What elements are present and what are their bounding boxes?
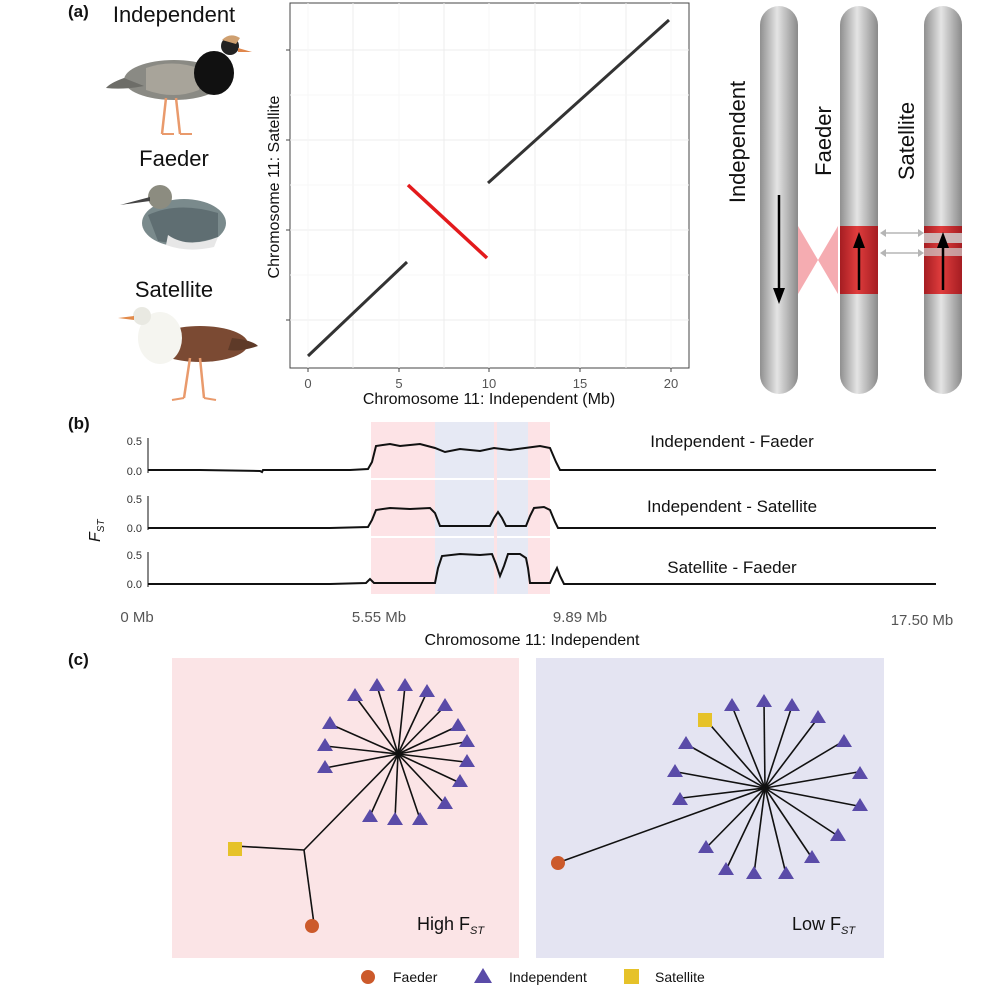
legend-satellite-icon	[624, 969, 639, 984]
dotplot-x-tick-15: 15	[573, 376, 587, 391]
dotplot-y-label: Chromosome 11: Satellite	[266, 95, 283, 278]
network-high-fst-edges	[234, 685, 466, 925]
dotplot-y-ticks	[286, 49, 290, 321]
chromosome-label-independent: Independent	[725, 81, 750, 203]
fst-track2-tick-high: 0.5	[127, 494, 142, 506]
fst-tracks: 0.5 0.0 0.5 0.0 0.5 0.0 FST Independent …	[87, 422, 954, 648]
chromosome-faeder	[840, 6, 878, 394]
legend-faeder-icon	[361, 970, 375, 984]
dotplot-x-tick-10: 10	[482, 376, 496, 391]
chromosome-satellite	[924, 6, 962, 394]
network-low-fst-faeder-node	[551, 856, 565, 870]
panel-letter-c: (c)	[68, 650, 89, 669]
legend-faeder-label: Faeder	[393, 969, 438, 985]
fst-track-label-1: Independent - Faeder	[650, 432, 814, 451]
network-high-fst-faeder-node	[305, 919, 319, 933]
fst-y-label-sub: ST	[96, 519, 107, 533]
fst-track3-tick-low: 0.0	[127, 579, 142, 591]
fst-line-independent-satellite	[148, 505, 936, 529]
collinear-segment-right	[486, 18, 671, 185]
dotplot-x-tick-20: 20	[664, 376, 678, 391]
fst-track-label-3: Satellite - Faeder	[667, 558, 797, 577]
fst-y-label: F	[87, 531, 104, 542]
fst-line-independent-faeder	[148, 442, 936, 474]
dotplot-x-tick-0: 0	[304, 376, 311, 391]
network-high-fst-label: High FST	[417, 914, 485, 937]
bird-label-independent: Independent	[112, 2, 236, 27]
black-ruff-bird-illustration	[106, 35, 252, 135]
fst-x-tick-555: 5.55 Mb	[352, 609, 406, 626]
fst-x-label: Chromosome 11: Independent	[425, 632, 641, 648]
dotplot-x-label: Chromosome 11: Independent (Mb)	[363, 391, 615, 408]
haplotype-networks: High FST	[172, 658, 884, 958]
fst-track3-tick-high: 0.5	[127, 550, 142, 562]
network-low-fst-independent-nodes	[667, 694, 868, 879]
bird-label-faeder: Faeder	[139, 146, 209, 171]
fst-x-tick-989: 9.89 Mb	[553, 609, 607, 626]
panel-letter-b: (b)	[68, 414, 90, 433]
chromosome-schematic: Independent Faeder Satellite	[725, 6, 962, 394]
panel-letter-a: (a)	[68, 2, 89, 21]
dotplot-x-tick-5: 5	[395, 376, 402, 391]
network-low-fst-satellite-node	[698, 713, 712, 727]
chromosome-label-faeder: Faeder	[811, 106, 836, 176]
fst-track1-tick-high: 0.5	[127, 436, 142, 448]
svg-text:FST: FST	[87, 519, 107, 542]
fst-track1-tick-low: 0.0	[127, 466, 142, 478]
network-low-fst-edges	[559, 701, 859, 875]
legend: Faeder Independent Satellite	[361, 968, 705, 985]
dotplot-x-ticks	[307, 368, 672, 372]
bird-label-satellite: Satellite	[134, 277, 214, 302]
network-high-fst-satellite-node	[228, 842, 242, 856]
white-ruff-bird-illustration	[118, 307, 258, 401]
synteny-dotplot: 0 5 10 15 20 Chromosome 11: Independent …	[266, 2, 690, 408]
fst-track-label-2: Independent - Satellite	[647, 497, 817, 516]
fst-x-tick-0: 0 Mb	[120, 609, 153, 626]
fst-line-satellite-faeder	[148, 552, 936, 585]
chromosome-label-satellite: Satellite	[894, 102, 919, 180]
grey-reeve-bird-illustration	[120, 185, 226, 250]
inversion-link	[798, 226, 838, 294]
network-low-fst-label: Low FST	[792, 914, 856, 937]
inverted-segment	[406, 183, 489, 260]
fst-x-tick-1750: 17.50 Mb	[891, 612, 954, 629]
legend-independent-icon	[474, 968, 492, 983]
fst-track2-tick-low: 0.0	[127, 523, 142, 535]
legend-independent-label: Independent	[509, 969, 587, 985]
collinear-segment-left	[306, 260, 409, 358]
network-high-fst-independent-nodes	[317, 678, 475, 825]
legend-satellite-label: Satellite	[655, 969, 705, 985]
